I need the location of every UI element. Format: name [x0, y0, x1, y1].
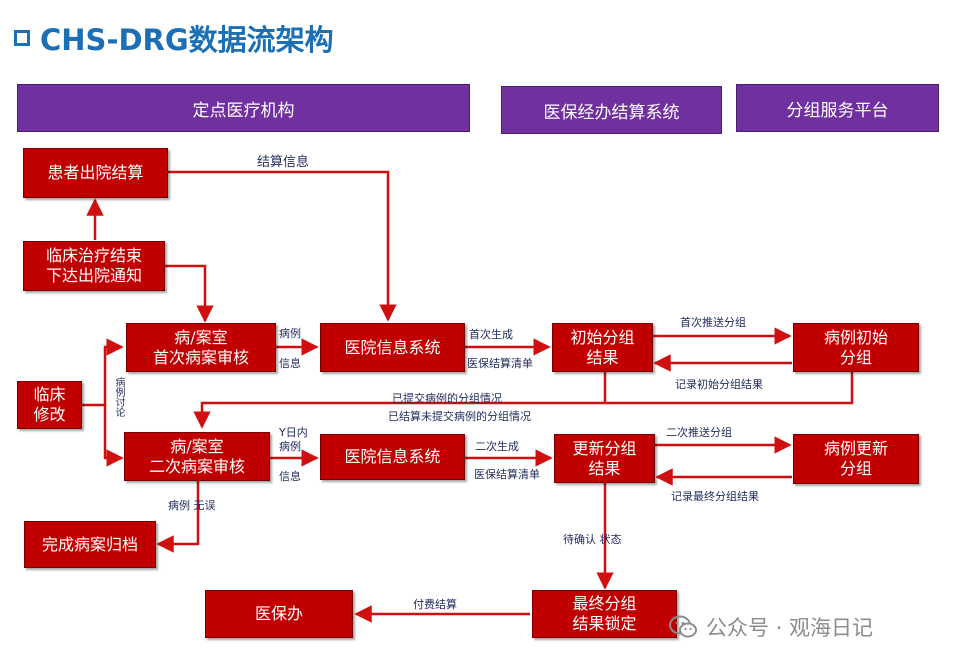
- label-settlement-list-2: 医保结算清单: [474, 468, 540, 481]
- label-pending-confirm: 待确认 状态: [563, 533, 622, 546]
- label-case-no-error: 病例 无误: [168, 499, 216, 512]
- label-second-generate: 二次生成: [475, 440, 519, 453]
- title-bar: CHS-DRG数据流架构: [14, 18, 334, 58]
- page-title: CHS-DRG数据流架构: [40, 23, 334, 57]
- arrow-feedback-to-review2: [193, 372, 607, 429]
- header-grouping: 分组服务平台: [736, 84, 939, 132]
- label-case-discussion: 病例讨论: [113, 377, 124, 417]
- label-settlement-info: 结算信息: [257, 155, 310, 170]
- arrow-discharge-to-his: [168, 170, 397, 322]
- header-insurance: 医保经办结算系统: [501, 86, 722, 134]
- watermark: 公众号 · 观海日记: [668, 612, 873, 642]
- box-discharge-settlement: 患者出院结算: [23, 148, 168, 198]
- wechat-icon: [668, 614, 698, 640]
- label-within-y-days: Y日内: [279, 426, 308, 439]
- watermark-text: 公众号 · 观海日记: [706, 616, 874, 640]
- header-hospital: 定点医疗机构: [17, 84, 470, 132]
- label-case-2: 病例: [279, 440, 301, 453]
- label-unsubmitted-cases: 已结算未提交病例的分组情况: [388, 410, 531, 423]
- box-his-2: 医院信息系统: [320, 434, 465, 480]
- box-clinical-end: 临床治疗结束 下达出院通知: [23, 241, 165, 291]
- box-clinical-modify: 临床 修改: [17, 381, 82, 429]
- label-info-1: 信息: [279, 357, 301, 370]
- box-updated-result: 更新分组 结果: [554, 434, 655, 483]
- arrow-clinical-to-review: [165, 264, 214, 323]
- box-case-update-group: 病例更新 分组: [793, 434, 919, 484]
- arrow-modify-to-review1: [103, 338, 124, 405]
- box-initial-result: 初始分组 结果: [552, 323, 653, 372]
- label-submitted-cases: 已提交病例的分组情况: [392, 392, 502, 405]
- box-insurance-office: 医保办: [205, 590, 353, 638]
- box-his-1: 医院信息系统: [320, 323, 465, 372]
- arrow-review2-to-archive: [156, 481, 200, 553]
- line-case-initial-feedback: [605, 372, 854, 405]
- label-record-final: 记录最终分组结果: [671, 490, 759, 503]
- box-second-review: 病/案室 二次病案审核: [124, 432, 270, 481]
- label-case-1: 病例: [279, 327, 301, 340]
- box-first-review: 病/案室 首次病案审核: [126, 323, 276, 372]
- label-info-2: 信息: [279, 470, 301, 483]
- label-record-initial: 记录初始分组结果: [675, 378, 763, 391]
- label-second-push: 二次推送分组: [666, 426, 732, 439]
- label-payment-settlement: 付费结算: [413, 598, 457, 611]
- arrow-modify-to-review2: [103, 405, 124, 467]
- label-settlement-list-1: 医保结算清单: [467, 357, 533, 370]
- label-first-push: 首次推送分组: [680, 316, 746, 329]
- box-complete-archive: 完成病案归档: [24, 521, 156, 568]
- label-first-generate: 首次生成: [469, 328, 513, 341]
- box-final-locked: 最终分组 结果锁定: [532, 590, 677, 638]
- box-case-initial-group: 病例初始 分组: [793, 323, 919, 372]
- square-icon: [14, 30, 30, 46]
